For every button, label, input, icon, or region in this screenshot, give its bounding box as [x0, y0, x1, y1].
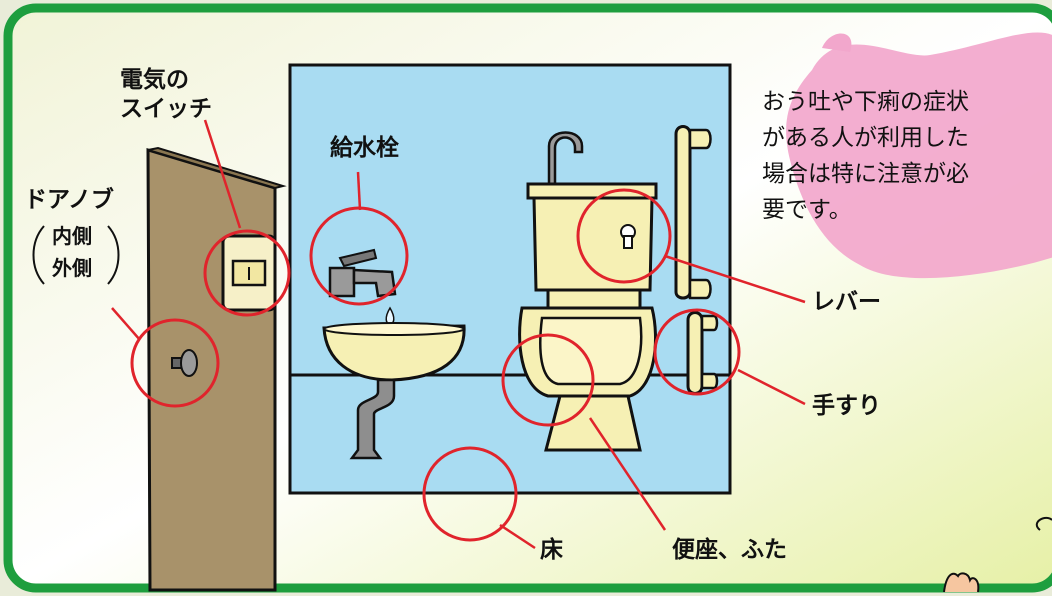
- door: [146, 147, 277, 592]
- circle-floor: [422, 446, 518, 542]
- highlight-circles: [130, 188, 741, 542]
- hand-icon: [943, 572, 980, 593]
- label-outside: 外側: [52, 256, 92, 280]
- circle-switch: [203, 229, 291, 317]
- label-switch: 電気の スイッチ: [120, 67, 212, 122]
- circle-doorknob: [130, 318, 220, 408]
- paren-icon: [32, 225, 120, 285]
- sink-icon: [322, 322, 466, 460]
- faucet-icon: [328, 248, 397, 325]
- note-blob: [786, 32, 1052, 279]
- corner-curl: [1035, 516, 1052, 531]
- caution-note: おう吐や下痢の症状 がある人が利用した 場合は特に注意が必 要です。: [762, 89, 969, 223]
- light-switch-icon: [221, 234, 277, 312]
- circle-handrail: [653, 308, 741, 396]
- label-seat: 便座、ふた: [672, 537, 787, 563]
- label-floor: 床: [540, 537, 563, 563]
- label-lever: レバー: [812, 289, 881, 315]
- label-faucet: 給水栓: [330, 135, 399, 161]
- door-edge: [147, 146, 287, 190]
- leader-lines: [111, 119, 806, 550]
- circle-lever: [576, 188, 672, 284]
- label-handrail: 手すり: [812, 393, 881, 419]
- label-inside: 内側: [52, 224, 92, 248]
- label-doorknob: ドアノブ: [24, 187, 114, 213]
- circle-seat: [501, 333, 595, 427]
- keyhole-icon: [620, 224, 636, 249]
- handrail-icon: [674, 125, 719, 395]
- circle-faucet: [309, 206, 409, 306]
- doorknob-icon: [171, 349, 198, 377]
- blob-drop: [822, 33, 852, 52]
